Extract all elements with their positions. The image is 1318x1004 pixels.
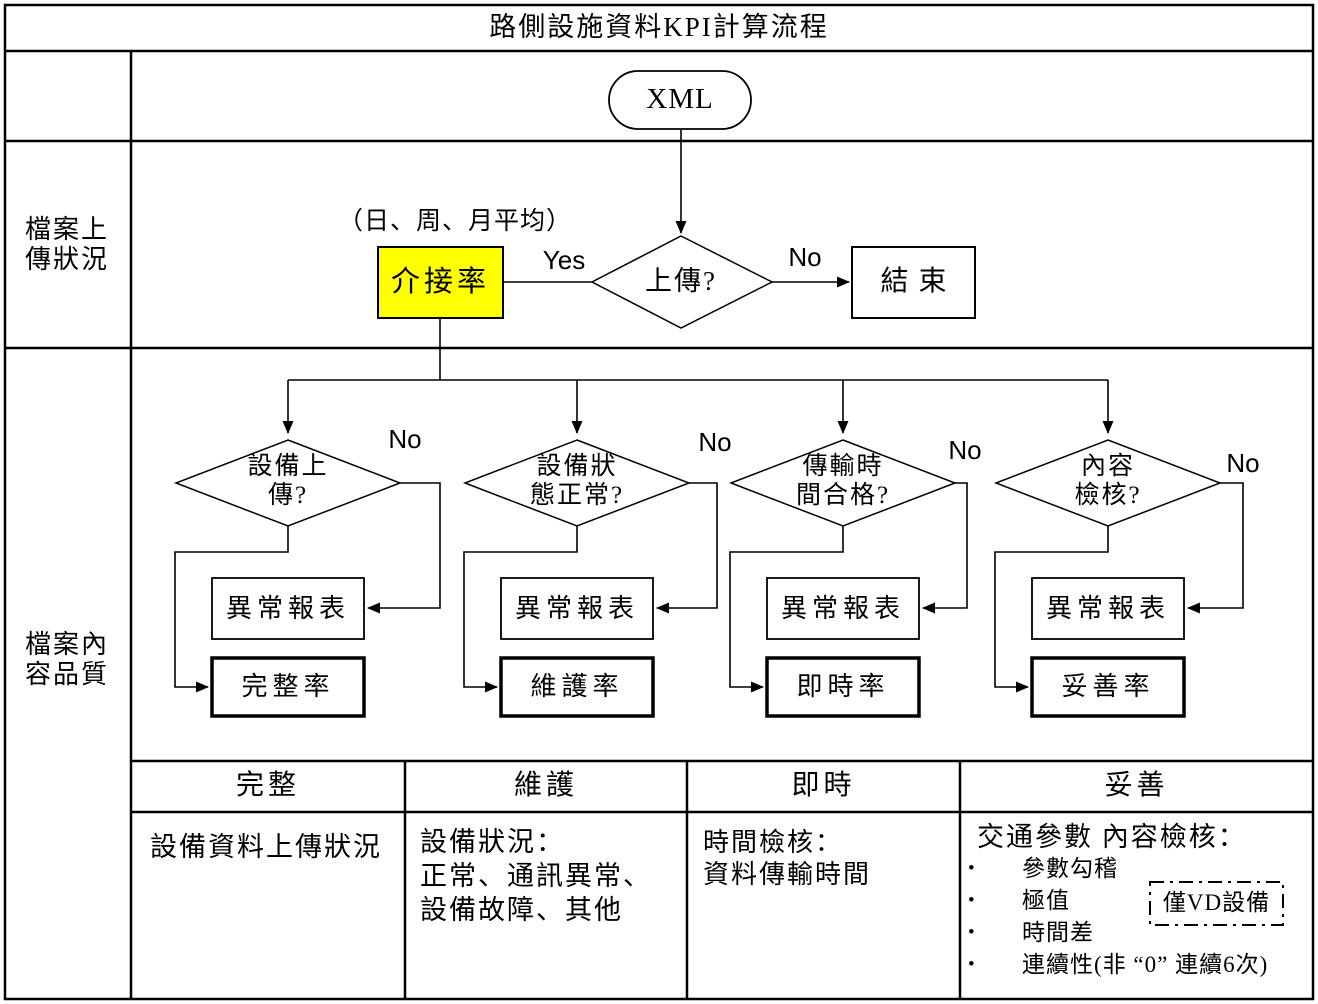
bullet-text-4: 連續性(非 “0” 連續6次) (1022, 951, 1269, 977)
branch4-question-line1: 內容 (1080, 453, 1135, 481)
branch1-question-line1: 設備上 (247, 453, 329, 481)
bullet-item: • 參數勾稽 (960, 853, 1312, 885)
branch2-report-node (500, 577, 654, 640)
page-title: 路側設施資料KPI計算流程 (489, 12, 829, 43)
branch2-yes-path (463, 526, 578, 693)
branch4-rate-node (1030, 656, 1186, 718)
xml-start-node (608, 70, 752, 130)
branch3-no-label: No (948, 435, 982, 466)
branch2-question-line2: 態正常? (529, 482, 625, 509)
branch3-rate-node (765, 656, 921, 718)
row-label-upload: 檔案上 傳狀況 (10, 214, 124, 276)
branch1-question-line2: 傳? (267, 482, 309, 509)
branch2-report-label: 異常報表 (514, 593, 639, 623)
branch4-no-label: No (1226, 448, 1260, 479)
bullet-text-2: 極值 (1022, 887, 1070, 913)
bullet-icon: • (968, 954, 975, 976)
vd-note-label: 僅VD設備 (1162, 890, 1271, 916)
branch4-no-path (1187, 482, 1244, 614)
branch3-yes-path (729, 526, 844, 693)
bullet-item: • 極值 (960, 885, 1312, 917)
realtime-line1: 時間檢核： (703, 828, 844, 857)
end-label: 結束 (880, 266, 957, 298)
branch4-question-line2: 檢核? (1074, 482, 1142, 509)
branch1-rate-node (210, 656, 366, 718)
table-header-realtime: 即時 (791, 770, 856, 802)
branch3-question-line2: 間合格? (795, 482, 891, 509)
branch4-report-node (1031, 577, 1185, 640)
maintain-line3: 設備故障、其他 (420, 895, 623, 925)
branch4-yes-path (994, 526, 1109, 693)
table-cell-complete: 設備資料上傳狀況 (150, 832, 382, 863)
upload-decision-diamond (590, 235, 774, 329)
bullet-text-1: 參數勾稽 (1022, 855, 1118, 881)
vd-note-box (1149, 881, 1284, 926)
branch3-report-node (766, 577, 920, 640)
table-header-quality: 妥善 (1104, 770, 1169, 802)
branch3-question-line1: 傳輸時 (802, 453, 884, 481)
upload-question-label: 上傳? (645, 266, 717, 297)
row-label-upload-line2: 傳狀況 (24, 245, 109, 274)
bullet-icon: • (968, 922, 975, 944)
interface-rate-label: 介接率 (390, 265, 490, 298)
branch1-yes-path (174, 526, 289, 693)
table-cell-realtime: 時間檢核： 資料傳輸時間 (703, 827, 953, 891)
no-label-main: No (788, 242, 822, 273)
bullet-icon: • (968, 858, 975, 880)
branch2-rate-label: 維護率 (530, 672, 624, 702)
branch2-rate-node (499, 656, 655, 718)
branch2-no-label: No (698, 427, 732, 458)
interface-rate-node (377, 246, 504, 319)
table-cell-quality-bullets: • 參數勾稽 • 極值 • 時間差 • 連續性(非 “0” 連續6次) (960, 853, 1312, 981)
branch2-question-label: 設備狀 態正常? (487, 450, 667, 514)
row-label-quality-line1: 檔案內 (24, 630, 109, 660)
end-node (851, 246, 976, 319)
maintain-line1: 設備狀況： (420, 827, 565, 857)
yes-label: Yes (542, 245, 586, 276)
bullet-text-3: 時間差 (1022, 919, 1094, 945)
avg-note: （日、周、月平均） (337, 207, 572, 235)
table-header-complete: 完整 (235, 770, 300, 802)
maintain-line2: 正常、通訊異常、 (420, 861, 652, 891)
table-cell-maintain: 設備狀況： 正常、通訊異常、 設備故障、其他 (420, 825, 682, 927)
branch2-no-path (656, 482, 718, 614)
bullet-icon: • (968, 890, 975, 912)
outer-border (3, 3, 1315, 1001)
branch1-no-label: No (388, 424, 422, 455)
branch4-report-label: 異常報表 (1045, 593, 1170, 623)
bullet-item: • 連續性(非 “0” 連續6次) (960, 949, 1312, 981)
table-header-maintain: 維護 (513, 770, 578, 802)
branch3-question-label: 傳輸時 間合格? (753, 450, 933, 514)
bullet-item: • 時間差 (960, 917, 1312, 949)
realtime-line2: 資料傳輸時間 (703, 860, 872, 889)
row-label-quality-line2: 容品質 (24, 660, 109, 689)
branch3-report-label: 異常報表 (780, 593, 905, 623)
xml-start-label: XML (646, 83, 714, 116)
branch1-rate-label: 完整率 (241, 672, 335, 702)
branch4-question-label: 內容 檢核? (1018, 450, 1198, 514)
branch1-report-node (211, 577, 365, 640)
branch3-no-path (922, 482, 968, 614)
row-label-upload-line1: 檔案上 (24, 215, 109, 245)
branch2-question-line1: 設備狀 (536, 453, 618, 481)
branch3-rate-label: 即時率 (796, 672, 890, 702)
branch4-rate-label: 妥善率 (1061, 672, 1155, 702)
branch1-no-path (367, 482, 441, 614)
table-cell-quality-intro: 交通參數 內容檢核： (977, 822, 1247, 853)
branch1-question-label: 設備上 傳? (198, 450, 378, 514)
row-label-quality: 檔案內 容品質 (10, 629, 124, 691)
branch1-report-label: 異常報表 (225, 593, 350, 623)
